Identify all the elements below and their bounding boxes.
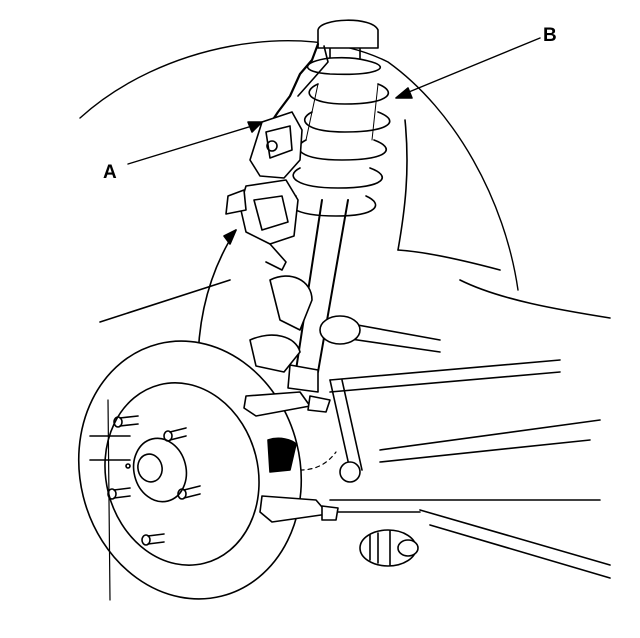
- caliper-bracket: [225, 111, 303, 271]
- pointer-line: [99, 279, 231, 323]
- callout-label-a: A: [103, 162, 117, 183]
- tie-rod: [419, 509, 611, 566]
- cv-boot: [319, 315, 361, 345]
- link-ball-joint: [339, 461, 361, 483]
- steering-knuckle: [249, 334, 301, 373]
- subframe-line: [379, 439, 591, 463]
- bushing-core: [397, 539, 419, 557]
- stabilizer-link: [341, 379, 363, 471]
- strut-lower: [287, 364, 319, 393]
- fender-arch-outline: [79, 40, 519, 291]
- inner-panel-line: [397, 249, 501, 271]
- bushing-ribs: [369, 530, 391, 566]
- callout-b-leader: [403, 37, 541, 95]
- subframe-line: [329, 359, 561, 381]
- subframe-line: [379, 419, 601, 451]
- tie-rod: [429, 524, 611, 579]
- strut-top-mount: [317, 19, 379, 49]
- body-line: [107, 399, 111, 601]
- callout-label-b: B: [543, 25, 557, 46]
- steering-knuckle: [269, 275, 313, 331]
- callout-b-arrowhead: [395, 87, 413, 99]
- brake-hose: [268, 42, 320, 126]
- coil-spring: [289, 39, 391, 217]
- body-line: [89, 435, 131, 461]
- caliper-pads: [243, 391, 339, 523]
- lug-studs: [107, 415, 201, 546]
- hub-dashed-outline: [299, 451, 337, 471]
- callout-a-leader: [127, 125, 253, 165]
- inner-panel-line: [397, 119, 408, 251]
- stabilizer-link: [329, 379, 351, 471]
- subframe-line: [329, 371, 561, 393]
- strut-body: [295, 199, 349, 373]
- pointer-arrow-head: [223, 229, 237, 245]
- brake-hose: [297, 45, 329, 97]
- inner-panel-line: [459, 279, 611, 319]
- callout-a-arrowhead: [247, 121, 263, 133]
